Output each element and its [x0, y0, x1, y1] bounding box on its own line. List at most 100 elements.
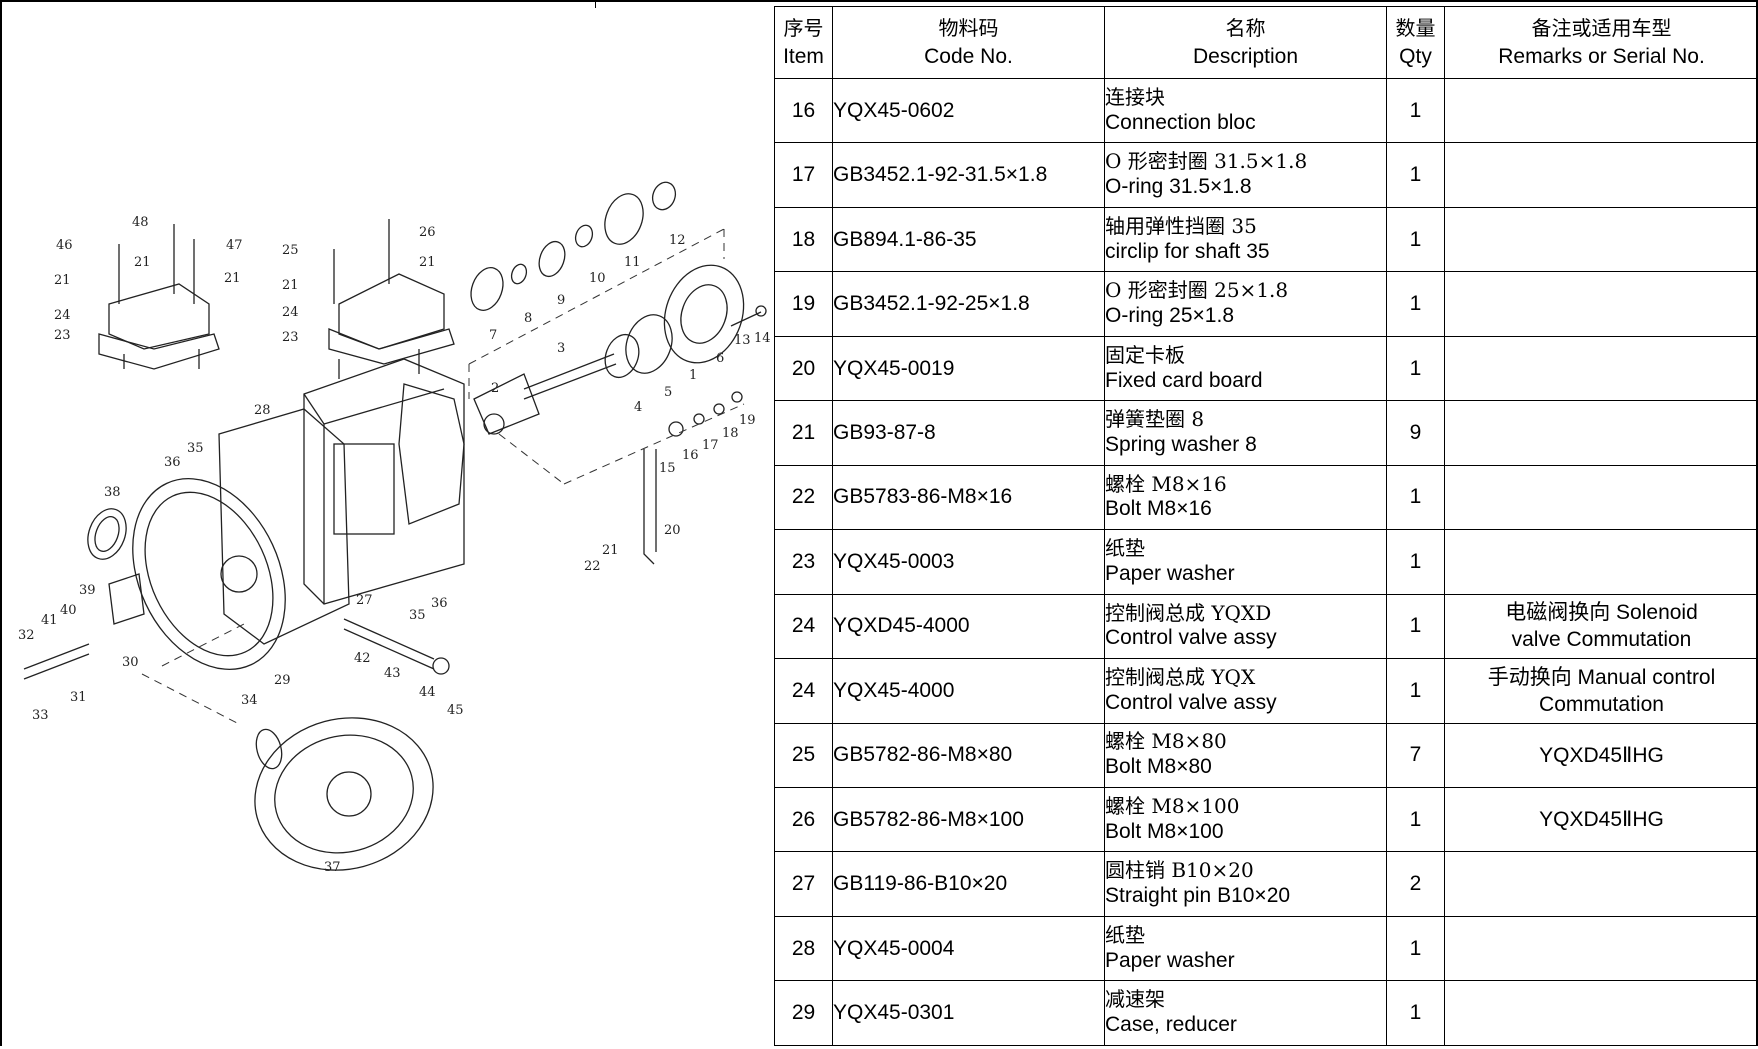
item-cell: 24 [775, 659, 833, 723]
qty-cell: 1 [1387, 143, 1445, 207]
bearing-cover-1 [651, 254, 757, 374]
callout-20: 20 [664, 523, 681, 538]
remarks-cell [1445, 981, 1758, 1046]
header-rem-en: Remarks or Serial No. [1498, 45, 1705, 68]
callout-21-right-outer: 21 [419, 255, 436, 270]
pipe-15 [644, 449, 654, 564]
item-cell: 16 [775, 79, 833, 143]
code-cell: YQX45-4000 [833, 659, 1105, 723]
code-cell: GB3452.1-92-25×1.8 [833, 272, 1105, 336]
code-cell: YQX45-0004 [833, 916, 1105, 980]
callout-26: 26 [419, 225, 436, 240]
callout-47: 47 [226, 238, 243, 253]
item-cell: 25 [775, 723, 833, 787]
qty-cell: 1 [1387, 272, 1445, 336]
desc-en: Connection bloc [1105, 111, 1256, 134]
callout-33: 33 [32, 708, 49, 723]
item-cell: 23 [775, 530, 833, 594]
item-cell: 29 [775, 981, 833, 1046]
header-desc-en: Description [1193, 45, 1298, 68]
callout-19: 19 [739, 413, 756, 428]
part-16 [669, 422, 683, 436]
remarks-cell [1445, 143, 1758, 207]
callout-1: 1 [689, 368, 697, 383]
code-cell: GB5783-86-M8×16 [833, 465, 1105, 529]
callout-10: 10 [589, 271, 606, 286]
callout-11: 11 [624, 255, 641, 270]
qty-cell: 1 [1387, 916, 1445, 980]
desc-en: Fixed card board [1105, 369, 1263, 392]
remarks-line-1: YQXD45ⅡHG [1539, 808, 1664, 831]
desc-zh: 控制阀总成 YQX [1105, 665, 1255, 689]
remarks-cell [1445, 852, 1758, 916]
nut-45 [433, 658, 449, 674]
code-cell: YQXD45-4000 [833, 594, 1105, 658]
code-cell: YQX45-0003 [833, 530, 1105, 594]
desc-en: circlip for shaft 35 [1105, 240, 1270, 263]
callout-36: 36 [164, 455, 181, 470]
qty-cell: 1 [1387, 336, 1445, 400]
desc-zh: 弹簧垫圈 8 [1105, 407, 1204, 431]
desc-en: Bolt M8×80 [1105, 755, 1212, 778]
item-cell: 28 [775, 916, 833, 980]
callout-6: 6 [716, 351, 724, 366]
bearing-4 [599, 330, 644, 382]
item-cell: 24 [775, 594, 833, 658]
header-qty-zh: 数量 [1396, 16, 1436, 40]
remarks-cell [1445, 207, 1758, 271]
diagram-callouts: 1 2 3 4 5 6 7 8 9 10 11 12 13 14 15 16 1… [18, 215, 771, 875]
callout-48: 48 [132, 215, 149, 230]
desc-en: Paper washer [1105, 949, 1235, 972]
callout-21-left-right: 21 [224, 271, 241, 286]
callout-36-lower: 36 [431, 596, 448, 611]
callout-41: 41 [41, 613, 58, 628]
exploded-parts-diagram: 1 2 3 4 5 6 7 8 9 10 11 12 13 14 15 16 1… [4, 4, 774, 1044]
callout-9: 9 [557, 293, 565, 308]
remarks-cell: YQXD45ⅡHG [1445, 787, 1758, 851]
desc-zh: 螺栓 M8×80 [1105, 729, 1227, 753]
desc-en: Straight pin B10×20 [1105, 884, 1290, 907]
remarks-cell [1445, 530, 1758, 594]
callout-37: 37 [324, 860, 341, 875]
o-ring-8 [509, 262, 529, 286]
callout-15: 15 [659, 461, 676, 476]
desc-zh: 减速架 [1105, 987, 1165, 1011]
callout-32: 32 [18, 628, 35, 643]
item-cell: 22 [775, 465, 833, 529]
bearing-2 [484, 414, 504, 434]
code-cell: GB5782-86-M8×100 [833, 787, 1105, 851]
callout-21-left-outer: 21 [54, 273, 71, 288]
remarks-line-1: 电磁阀换向 Solenoid [1505, 601, 1698, 624]
callout-7: 7 [489, 328, 497, 343]
desc-en: Control valve assy [1105, 626, 1277, 649]
desc-zh: 连接块 [1105, 85, 1165, 109]
nut-12 [649, 179, 679, 213]
remarks-line-1: 手动换向 Manual control [1488, 666, 1716, 689]
code-cell: YQX45-0602 [833, 79, 1105, 143]
code-cell: GB5782-86-M8×80 [833, 723, 1105, 787]
item-cell: 19 [775, 272, 833, 336]
reducer-case [219, 409, 349, 644]
item-cell: 21 [775, 401, 833, 465]
